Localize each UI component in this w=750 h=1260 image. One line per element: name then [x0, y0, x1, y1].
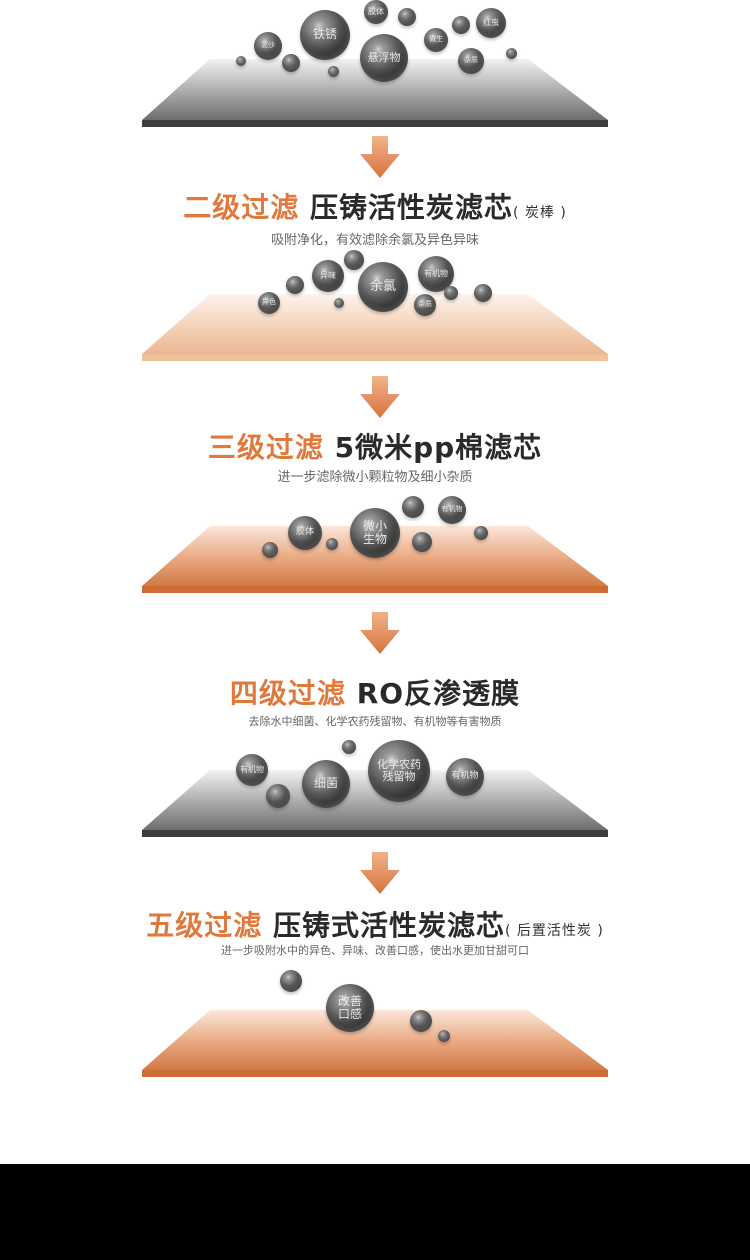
footer-bar [0, 1164, 750, 1260]
filter-name: 5微米pp棉滤芯 [334, 431, 543, 464]
stage-3-description: 进一步滤除微小颗粒物及细小杂质 [277, 470, 473, 485]
stage-4-heading: 四级过滤 RO反渗透膜 [0, 672, 750, 712]
particle-bubble [262, 542, 278, 558]
filter-plate-peach [142, 294, 608, 361]
stage-5-heading: 五级过滤 压铸式活性炭滤芯( 后置活性炭 ) [0, 904, 750, 944]
arrow-down-icon [360, 376, 400, 418]
particle-bubble [444, 286, 458, 300]
particle-bubble: 红虫 [476, 8, 506, 38]
filter-plate-orange [142, 1010, 608, 1077]
filter-level: 三级过滤 [207, 431, 324, 464]
particle-bubble [410, 1010, 432, 1032]
particle-bubble [236, 56, 246, 66]
particle-bubble [326, 538, 338, 550]
particle-bubble [474, 526, 488, 540]
particle-bubble [452, 16, 470, 34]
particle-bubble: 细菌 [302, 760, 350, 808]
filter-plate-gray [142, 59, 608, 127]
particle-bubble: 有机物 [446, 758, 484, 796]
particle-bubble [282, 54, 300, 72]
particle-bubble: 微小 生物 [350, 508, 400, 558]
particle-bubble: 有机物 [236, 754, 268, 786]
filter-name: RO反渗透膜 [356, 677, 521, 710]
arrow-down-icon [360, 852, 400, 894]
particle-bubble: 改善 口感 [326, 984, 374, 1032]
particle-bubble: 余氯 [358, 262, 408, 312]
filter-level: 五级过滤 [146, 909, 263, 942]
stage-3-heading: 三级过滤 5微米pp棉滤芯 [0, 426, 750, 466]
particle-bubble: 异味 [312, 260, 344, 292]
particle-bubble [342, 740, 356, 754]
particle-bubble [334, 298, 344, 308]
arrow-down-icon [360, 612, 400, 654]
particle-bubble: 悬浮物 [360, 34, 408, 82]
particle-bubble: 异色 [258, 292, 280, 314]
particle-bubble [506, 48, 517, 59]
filter-name: 压铸活性炭滤芯 [309, 191, 513, 224]
particle-bubble [412, 532, 432, 552]
stage-5-description: 进一步吸附水中的异色、异味、改善口感，使出水更加甘甜可口 [221, 944, 529, 957]
particle-bubble [398, 8, 416, 26]
particle-bubble: 化学农药 残留物 [368, 740, 430, 802]
particle-bubble: 微生 [424, 28, 448, 52]
stage-2-heading: 二级过滤 压铸活性炭滤芯( 炭棒 ) [0, 186, 750, 226]
stage-2-description: 吸附净化，有效滤除余氯及异色异味 [270, 233, 479, 248]
stage-4-description: 去除水中细菌、化学农药残留物、有机物等有害物质 [248, 715, 502, 728]
particle-bubble: 杂质 [414, 294, 436, 316]
particle-bubble: 胶体 [364, 0, 388, 24]
particle-bubble [438, 1030, 450, 1042]
particle-bubble [280, 970, 302, 992]
particle-bubble: 胶体 [288, 516, 322, 550]
particle-bubble [402, 496, 424, 518]
filter-level: 二级过滤 [183, 191, 300, 224]
particle-bubble [344, 250, 364, 270]
filter-note: ( 炭棒 ) [512, 205, 567, 221]
filter-note: ( 后置活性炭 ) [504, 923, 604, 939]
filter-plate-gray [142, 770, 608, 837]
particle-bubble [474, 284, 492, 302]
particle-bubble [328, 66, 339, 77]
filter-level: 四级过滤 [229, 677, 346, 710]
particle-bubble: 有机物 [438, 496, 466, 524]
particle-bubble [266, 784, 290, 808]
arrow-down-icon [360, 136, 400, 178]
particle-bubble: 泥沙 [254, 32, 282, 60]
particle-bubble [286, 276, 304, 294]
particle-bubble: 铁锈 [300, 10, 350, 60]
particle-bubble: 杂质 [458, 48, 484, 74]
filter-name: 压铸式活性炭滤芯 [272, 909, 505, 942]
